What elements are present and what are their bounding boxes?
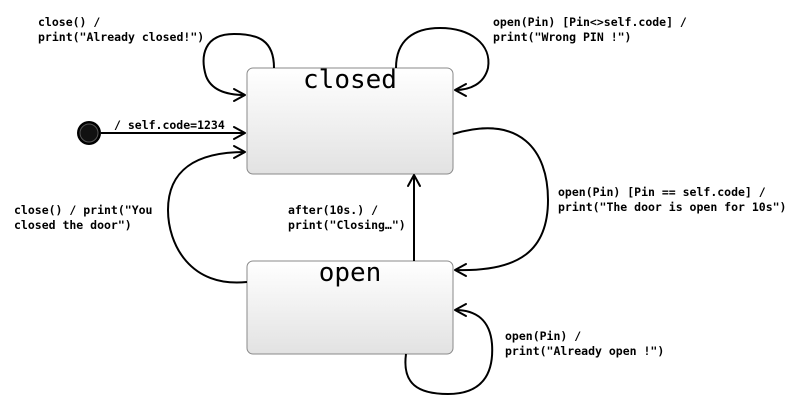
edge-open-self-open-line xyxy=(404,309,494,396)
label-open-self-open: open(Pin) / print("Already open !") xyxy=(505,329,664,358)
edge-closed-self-wrong-pin[interactable] xyxy=(395,26,490,97)
edge-closed-self-close-arrowhead xyxy=(233,88,246,102)
label-open-to-closed-timeout: after(10s.) / print("Closing…") xyxy=(288,203,406,232)
edge-closed-self-close[interactable] xyxy=(202,32,275,102)
state-closed-name: closed xyxy=(303,65,397,95)
initial-state xyxy=(77,121,101,145)
edge-closed-to-open-line xyxy=(452,127,550,272)
edge-closed-self-wrong-pin-line xyxy=(395,26,490,91)
label-closed-self-wrong-pin: open(Pin) [Pin<>self.code] / print("Wron… xyxy=(493,15,694,44)
state-open-box xyxy=(246,260,454,355)
edge-open-to-closed-timeout[interactable] xyxy=(407,174,421,261)
initial-state-inner xyxy=(79,123,99,143)
label-initial: / self.code=1234 xyxy=(114,118,225,132)
state-open[interactable]: open xyxy=(246,258,454,355)
state-closed[interactable]: closed xyxy=(246,65,454,175)
label-closed-to-open: open(Pin) [Pin == self.code] / print("Th… xyxy=(558,185,786,214)
edge-open-to-closed-close-line xyxy=(166,151,248,284)
edge-open-to-closed-close-arrowhead xyxy=(233,145,246,159)
edge-open-self-open-arrowhead xyxy=(454,303,467,317)
state-closed-box xyxy=(246,67,454,175)
edge-open-to-closed-timeout-arrowhead xyxy=(407,174,421,187)
edge-closed-to-open[interactable] xyxy=(452,127,550,277)
label-closed-self-close: close() / print("Already closed!") xyxy=(38,15,204,44)
edge-closed-to-open-arrowhead xyxy=(454,263,467,277)
state-open-name: open xyxy=(319,258,382,288)
edge-open-to-closed-close[interactable] xyxy=(166,145,248,284)
edge-initial[interactable] xyxy=(101,126,246,140)
edge-open-self-open[interactable] xyxy=(404,303,494,396)
edge-closed-self-close-line xyxy=(202,32,275,96)
edge-closed-self-wrong-pin-arrowhead xyxy=(454,83,467,97)
label-open-to-closed-close: close() / print("You closed the door") xyxy=(14,203,159,232)
edge-initial-arrowhead xyxy=(233,126,246,140)
